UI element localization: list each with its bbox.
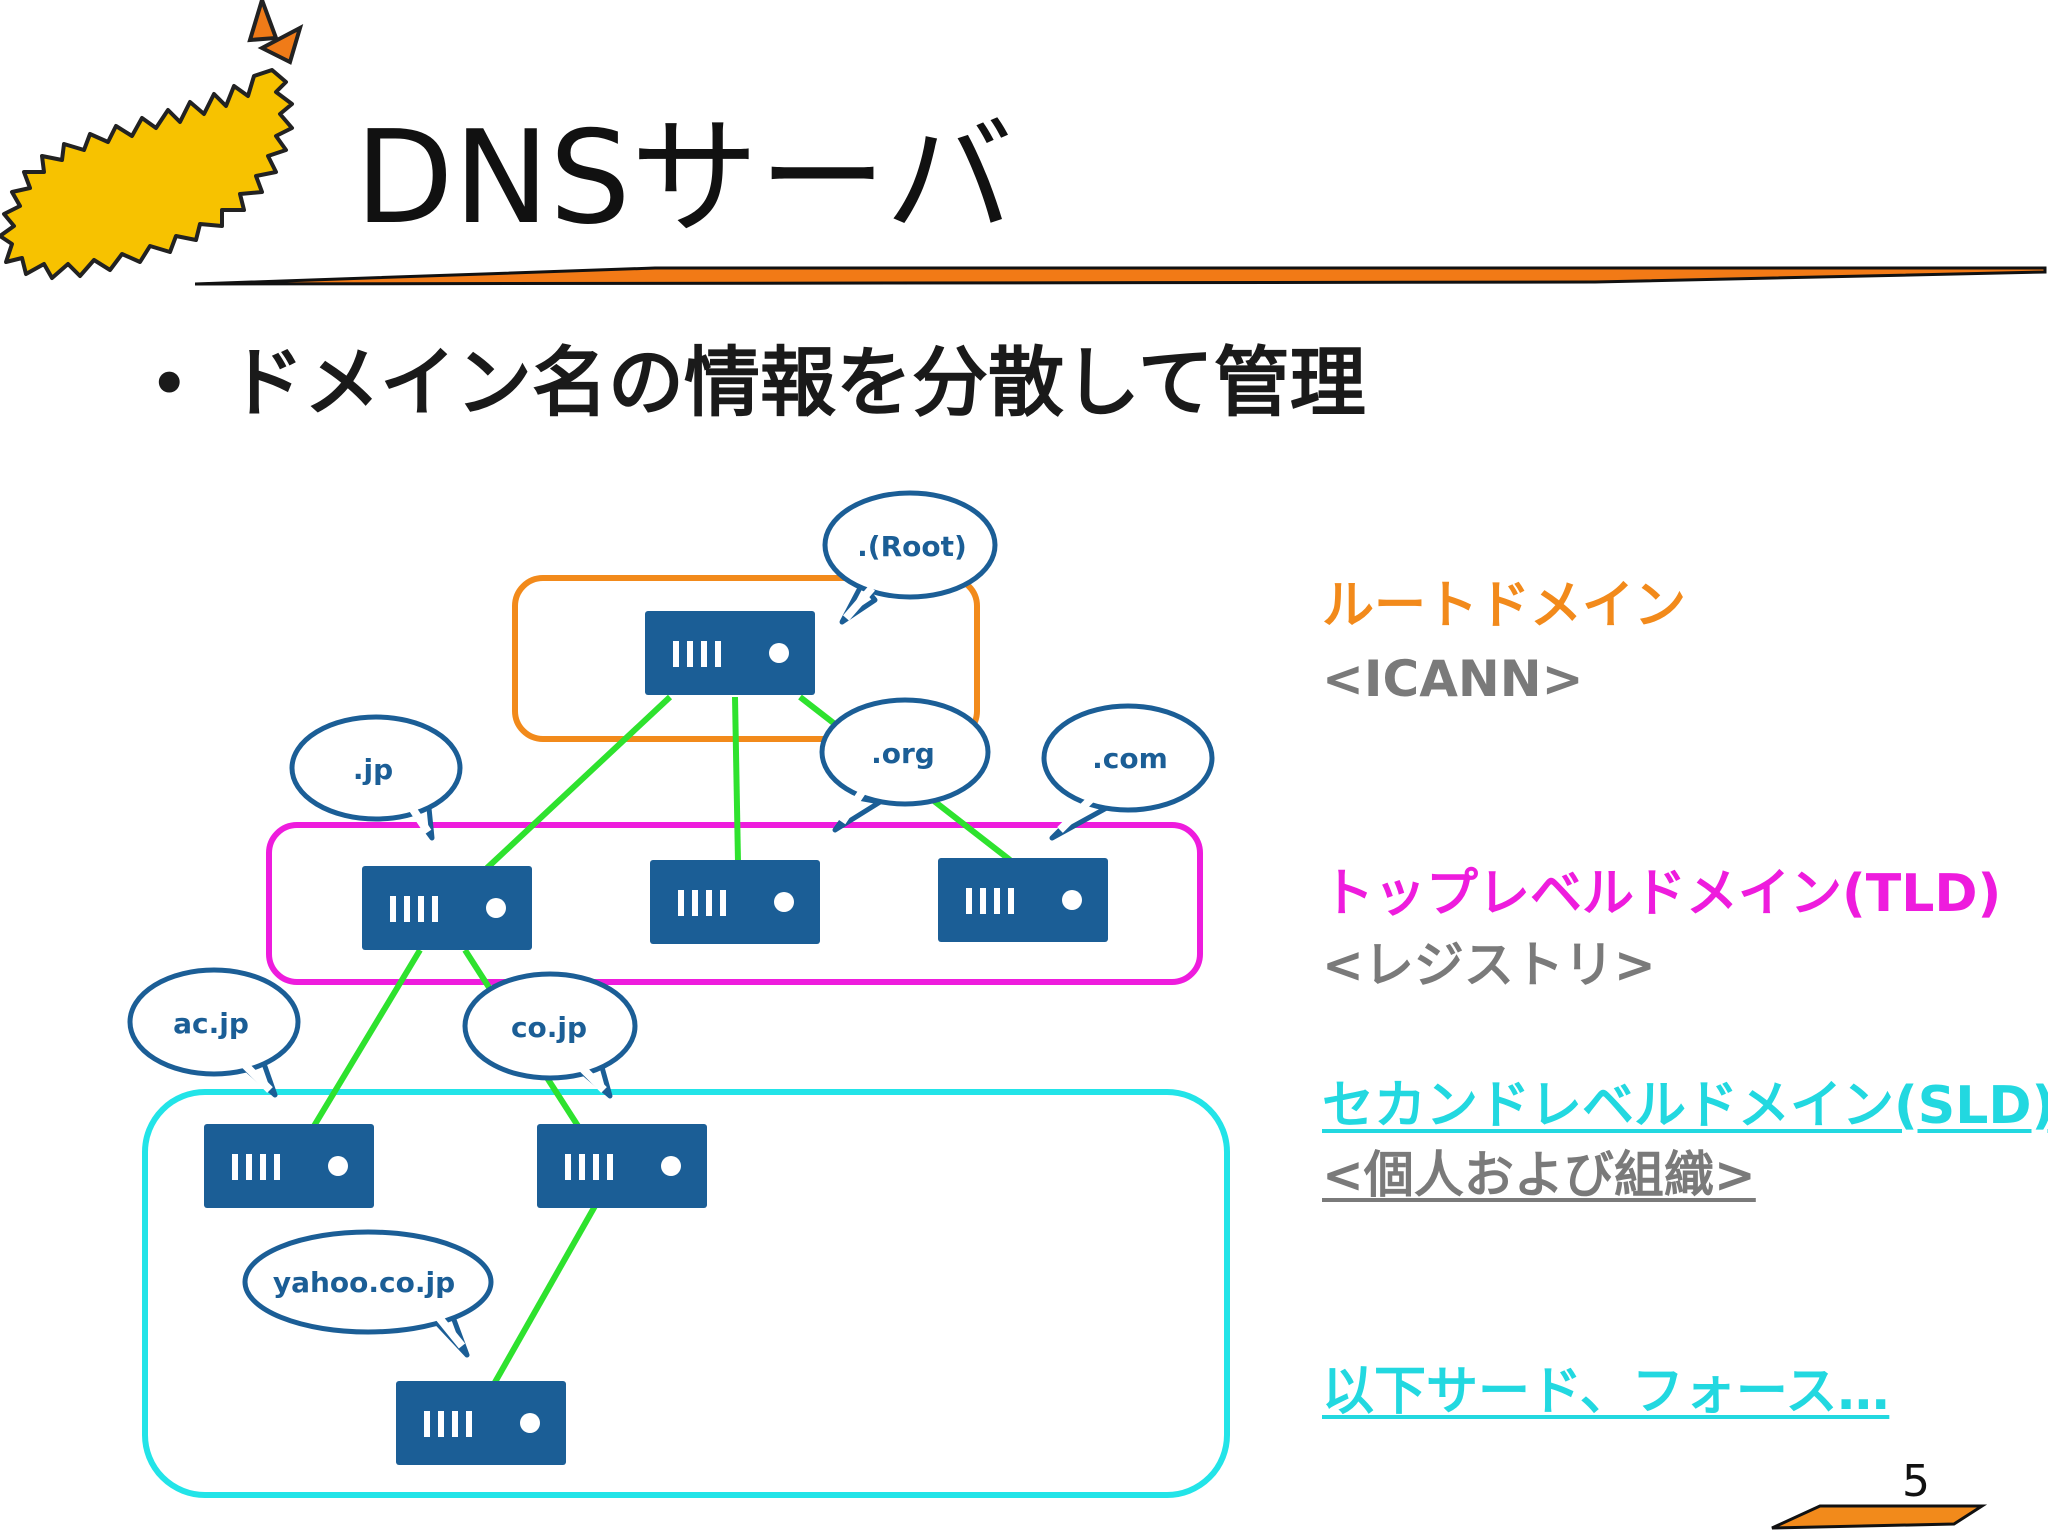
page-number: 5 (1902, 1456, 1930, 1507)
legend-rest-link[interactable]: 以下サード、フォース… (1322, 1362, 1890, 1422)
fried-shrimp-icon (0, 0, 304, 280)
server-root-icon (645, 611, 815, 695)
server-cojp-icon (537, 1124, 707, 1208)
legend-tld-name: トップレベルドメイン(TLD) (1322, 864, 2002, 924)
root-domain-group (512, 575, 980, 742)
bubble-acjp: ac.jp (127, 967, 301, 1098)
bubble-label-org: .org (871, 737, 935, 770)
legend-tld-org: <レジストリ> (1322, 936, 1656, 994)
server-jp-icon (362, 866, 532, 950)
legend-root-name: ルートドメイン (1322, 576, 1687, 636)
link-jp-acjp (311, 948, 423, 1128)
bubble-label-acjp: ac.jp (173, 1007, 249, 1040)
link-cojp-yahoo (491, 1204, 598, 1386)
link-root-org (732, 696, 741, 863)
bubble-label-jp: .jp (353, 753, 393, 786)
server-yahoo-icon (396, 1381, 566, 1465)
legend-sld-name-link[interactable]: セカンドレベルドメイン(SLD) (1322, 1076, 2048, 1136)
bubble-label-root: .(Root) (857, 530, 967, 563)
bubble-jp: .jp (289, 714, 463, 841)
bubble-label-yahoo: yahoo.co.jp (273, 1266, 455, 1299)
bubble-root: .(Root) (822, 490, 998, 625)
server-com-icon (938, 858, 1108, 942)
server-org-icon (650, 860, 820, 944)
page-number-bar (1771, 1504, 1988, 1530)
title-underline (195, 266, 2047, 286)
legend-root-org: <ICANN> (1322, 650, 1584, 708)
bubble-org: .org (819, 697, 991, 833)
bullet-marker: • (148, 342, 191, 426)
bullet-text: ドメイン名の情報を分散して管理 (228, 338, 1366, 427)
bubble-yahoo: yahoo.co.jp (242, 1229, 494, 1358)
bubble-label-cojp: co.jp (511, 1011, 587, 1044)
server-acjp-icon (204, 1124, 374, 1208)
slide-title: DNSサーバ (355, 104, 1014, 253)
sld-group (142, 1089, 1230, 1498)
bubble-label-com: .com (1092, 742, 1168, 775)
legend-sld-org-link[interactable]: <個人および組織> (1322, 1146, 1756, 1204)
bubble-cojp: co.jp (462, 971, 638, 1099)
link-root-jp (484, 694, 673, 871)
bubble-com: .com (1041, 703, 1215, 841)
